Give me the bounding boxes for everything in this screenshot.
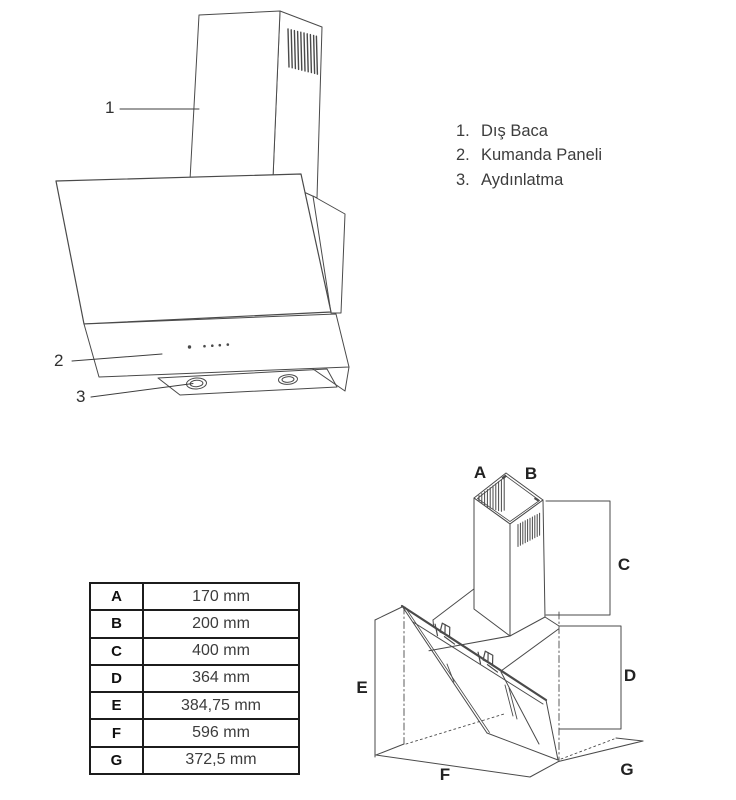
dim-key: C [89, 636, 144, 666]
chimney-vent-slats [288, 29, 317, 74]
dim-label-c: C [617, 555, 631, 574]
touch-control-dots [187, 343, 230, 349]
dim-value: 372,5 mm [142, 745, 300, 776]
table-row: B 200 mm [89, 609, 300, 639]
control-strip [84, 314, 349, 377]
glass-panel [56, 174, 331, 324]
dim-key: F [89, 718, 144, 748]
dim-label-b: B [524, 464, 538, 483]
glass-glare [447, 664, 517, 719]
dim-value: 364 mm [142, 663, 300, 694]
chimney-box [474, 473, 545, 636]
dim-d-bracket [559, 626, 621, 729]
mounting-bracket-1 [433, 622, 457, 644]
table-row: A 170 mm [89, 581, 300, 612]
dim-key: D [89, 663, 144, 694]
dim-key: E [89, 691, 144, 721]
dim-key: G [89, 745, 144, 776]
hood-diagram [0, 0, 420, 440]
dim-value: 400 mm [142, 636, 300, 666]
dim-value: 596 mm [142, 718, 300, 748]
legend-item-1-number: 1. [456, 122, 470, 140]
rim-tab-right [534, 497, 539, 502]
dimension-diagram [350, 450, 680, 800]
dim-label-e: E [356, 678, 368, 697]
table-row: E 384,75 mm [89, 691, 300, 721]
rim-tab-top [501, 474, 507, 480]
dim-e-line [375, 607, 402, 757]
dim-label-g: G [620, 760, 634, 779]
legend-item-2-number: 2. [456, 146, 470, 165]
dim-value: 384,75 mm [142, 691, 300, 721]
legend-item-3: 3. Aydınlatma [456, 168, 602, 192]
dim-c-bracket [546, 501, 610, 615]
bottom-right-endcap [313, 367, 349, 391]
callout-3: 3 [76, 387, 86, 406]
dim-value: 170 mm [142, 581, 300, 612]
dim-key: B [89, 609, 144, 639]
table-row: C 400 mm [89, 636, 300, 666]
table-row: G 372,5 mm [89, 745, 300, 776]
hidden-edges [404, 607, 559, 761]
callout-1: 1 [105, 98, 115, 117]
legend-item-1: 1. Dış Baca [456, 119, 602, 143]
rear-side-panel [313, 196, 345, 313]
dim-label-d: D [623, 666, 637, 685]
glass-slab [402, 606, 558, 760]
callout-leader-lines [72, 109, 199, 397]
table-row: D 364 mm [89, 663, 300, 694]
legend-item-3-number: 3. [456, 170, 470, 189]
dimensions-table: A 170 mm B 200 mm C 400 mm D 364 mm E 38… [89, 581, 300, 776]
chimney-front-face [190, 11, 280, 180]
bottom-plate [158, 369, 337, 395]
callout-2: 2 [54, 351, 64, 370]
lamp-right [278, 374, 298, 385]
legend-item-2: 2. Kumanda Paneli [456, 143, 602, 167]
legend-item-1-label: Dış Baca [481, 122, 548, 140]
dim-label-a: A [473, 463, 487, 482]
legend-item-3-label: Aydınlatma [481, 170, 564, 189]
floor-outline [376, 714, 643, 777]
dim-key: A [89, 581, 144, 612]
dim-value: 200 mm [142, 609, 300, 639]
mounting-bracket-2 [476, 650, 500, 672]
table-row: F 596 mm [89, 718, 300, 748]
dim-label-f: F [439, 765, 451, 784]
chimney-right-slats [518, 513, 540, 546]
legend-item-2-label: Kumanda Paneli [481, 146, 603, 165]
parts-legend: 1. Dış Baca 2. Kumanda Paneli 3. Aydınla… [456, 119, 602, 192]
